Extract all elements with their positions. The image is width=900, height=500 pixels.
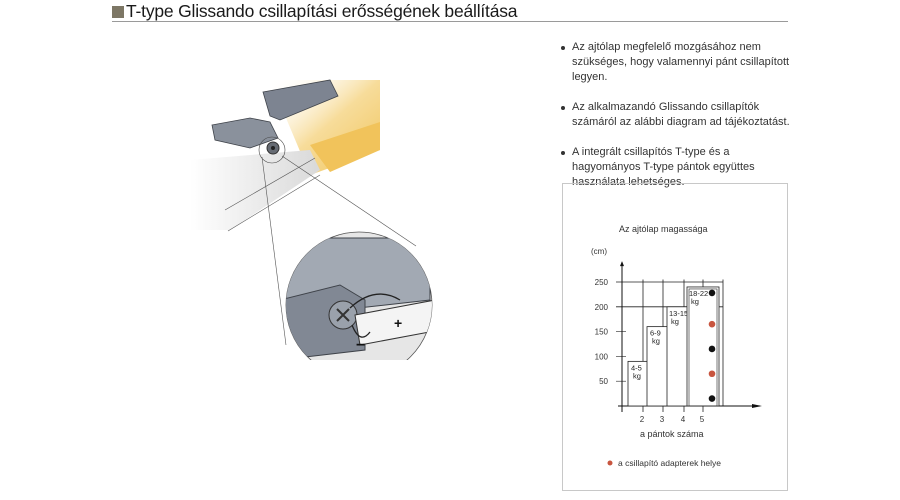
cabinet-panel [190, 80, 380, 232]
bullet-item: Az ajtólap megfelelő mozgásához nem szük… [558, 40, 798, 85]
legend-damper-dot [607, 460, 613, 466]
page-title-text: T-type Glissando csillapítási erősségéne… [126, 1, 518, 21]
hinge-dot [708, 345, 716, 353]
hinge-dot [708, 395, 716, 402]
bar-inner-outline [688, 288, 718, 407]
x-tick-label: 4 [681, 415, 686, 424]
x-tick-label: 2 [640, 415, 645, 424]
chart-title: Az ajtólap magassága [619, 224, 708, 234]
bar-weight-label: 4-5 [631, 363, 642, 372]
square-bullet-icon [112, 5, 124, 18]
hinge-dot [708, 289, 716, 297]
bullet-item: A integrált csillapítós T-type és a hagy… [558, 145, 798, 190]
damper-hinge-dot [708, 370, 716, 378]
minus-label: − [356, 337, 365, 354]
bar-weight-unit: kg [652, 337, 660, 346]
bullet-item: Az alkalmazandó Glissando csillapítók sz… [558, 100, 798, 130]
x-axis-arrow-icon [752, 404, 762, 408]
y-tick-label: 150 [595, 328, 609, 337]
legend-label: a csillapító adapterek helye [618, 458, 721, 468]
y-tick-label: 250 [595, 278, 609, 287]
info-bullets: Az ajtólap megfelelő mozgásához nem szük… [558, 40, 798, 205]
bar-weight-unit: kg [691, 297, 699, 306]
y-axis-unit: (cm) [591, 247, 607, 256]
hinge-body [211, 79, 339, 164]
zoom-detail: + − [285, 231, 433, 360]
y-axis-arrow-icon [620, 261, 624, 267]
bar-weight-unit: kg [671, 317, 679, 326]
page-title: T-type Glissando csillapítási erősségéne… [112, 1, 518, 22]
zoom-lines [261, 155, 417, 346]
plus-label: + [394, 315, 402, 331]
bar-weight-label: 6-9 [650, 329, 661, 338]
bar-weight-label: 13-15 [669, 309, 688, 318]
bar-weight-unit: kg [633, 371, 641, 380]
x-axis-label: a pántok száma [640, 429, 704, 439]
y-tick-label: 50 [599, 377, 608, 386]
title-divider [112, 21, 788, 22]
y-tick-label: 200 [595, 303, 609, 312]
chart-frame [562, 183, 788, 491]
y-tick-label: 100 [595, 352, 609, 361]
bar-weight-label: 18-22 [689, 289, 708, 298]
hinge-illustration: + − [190, 79, 433, 360]
damper-hinge-dot [708, 320, 716, 328]
x-tick-label: 5 [700, 415, 705, 424]
x-tick-label: 3 [660, 415, 665, 424]
